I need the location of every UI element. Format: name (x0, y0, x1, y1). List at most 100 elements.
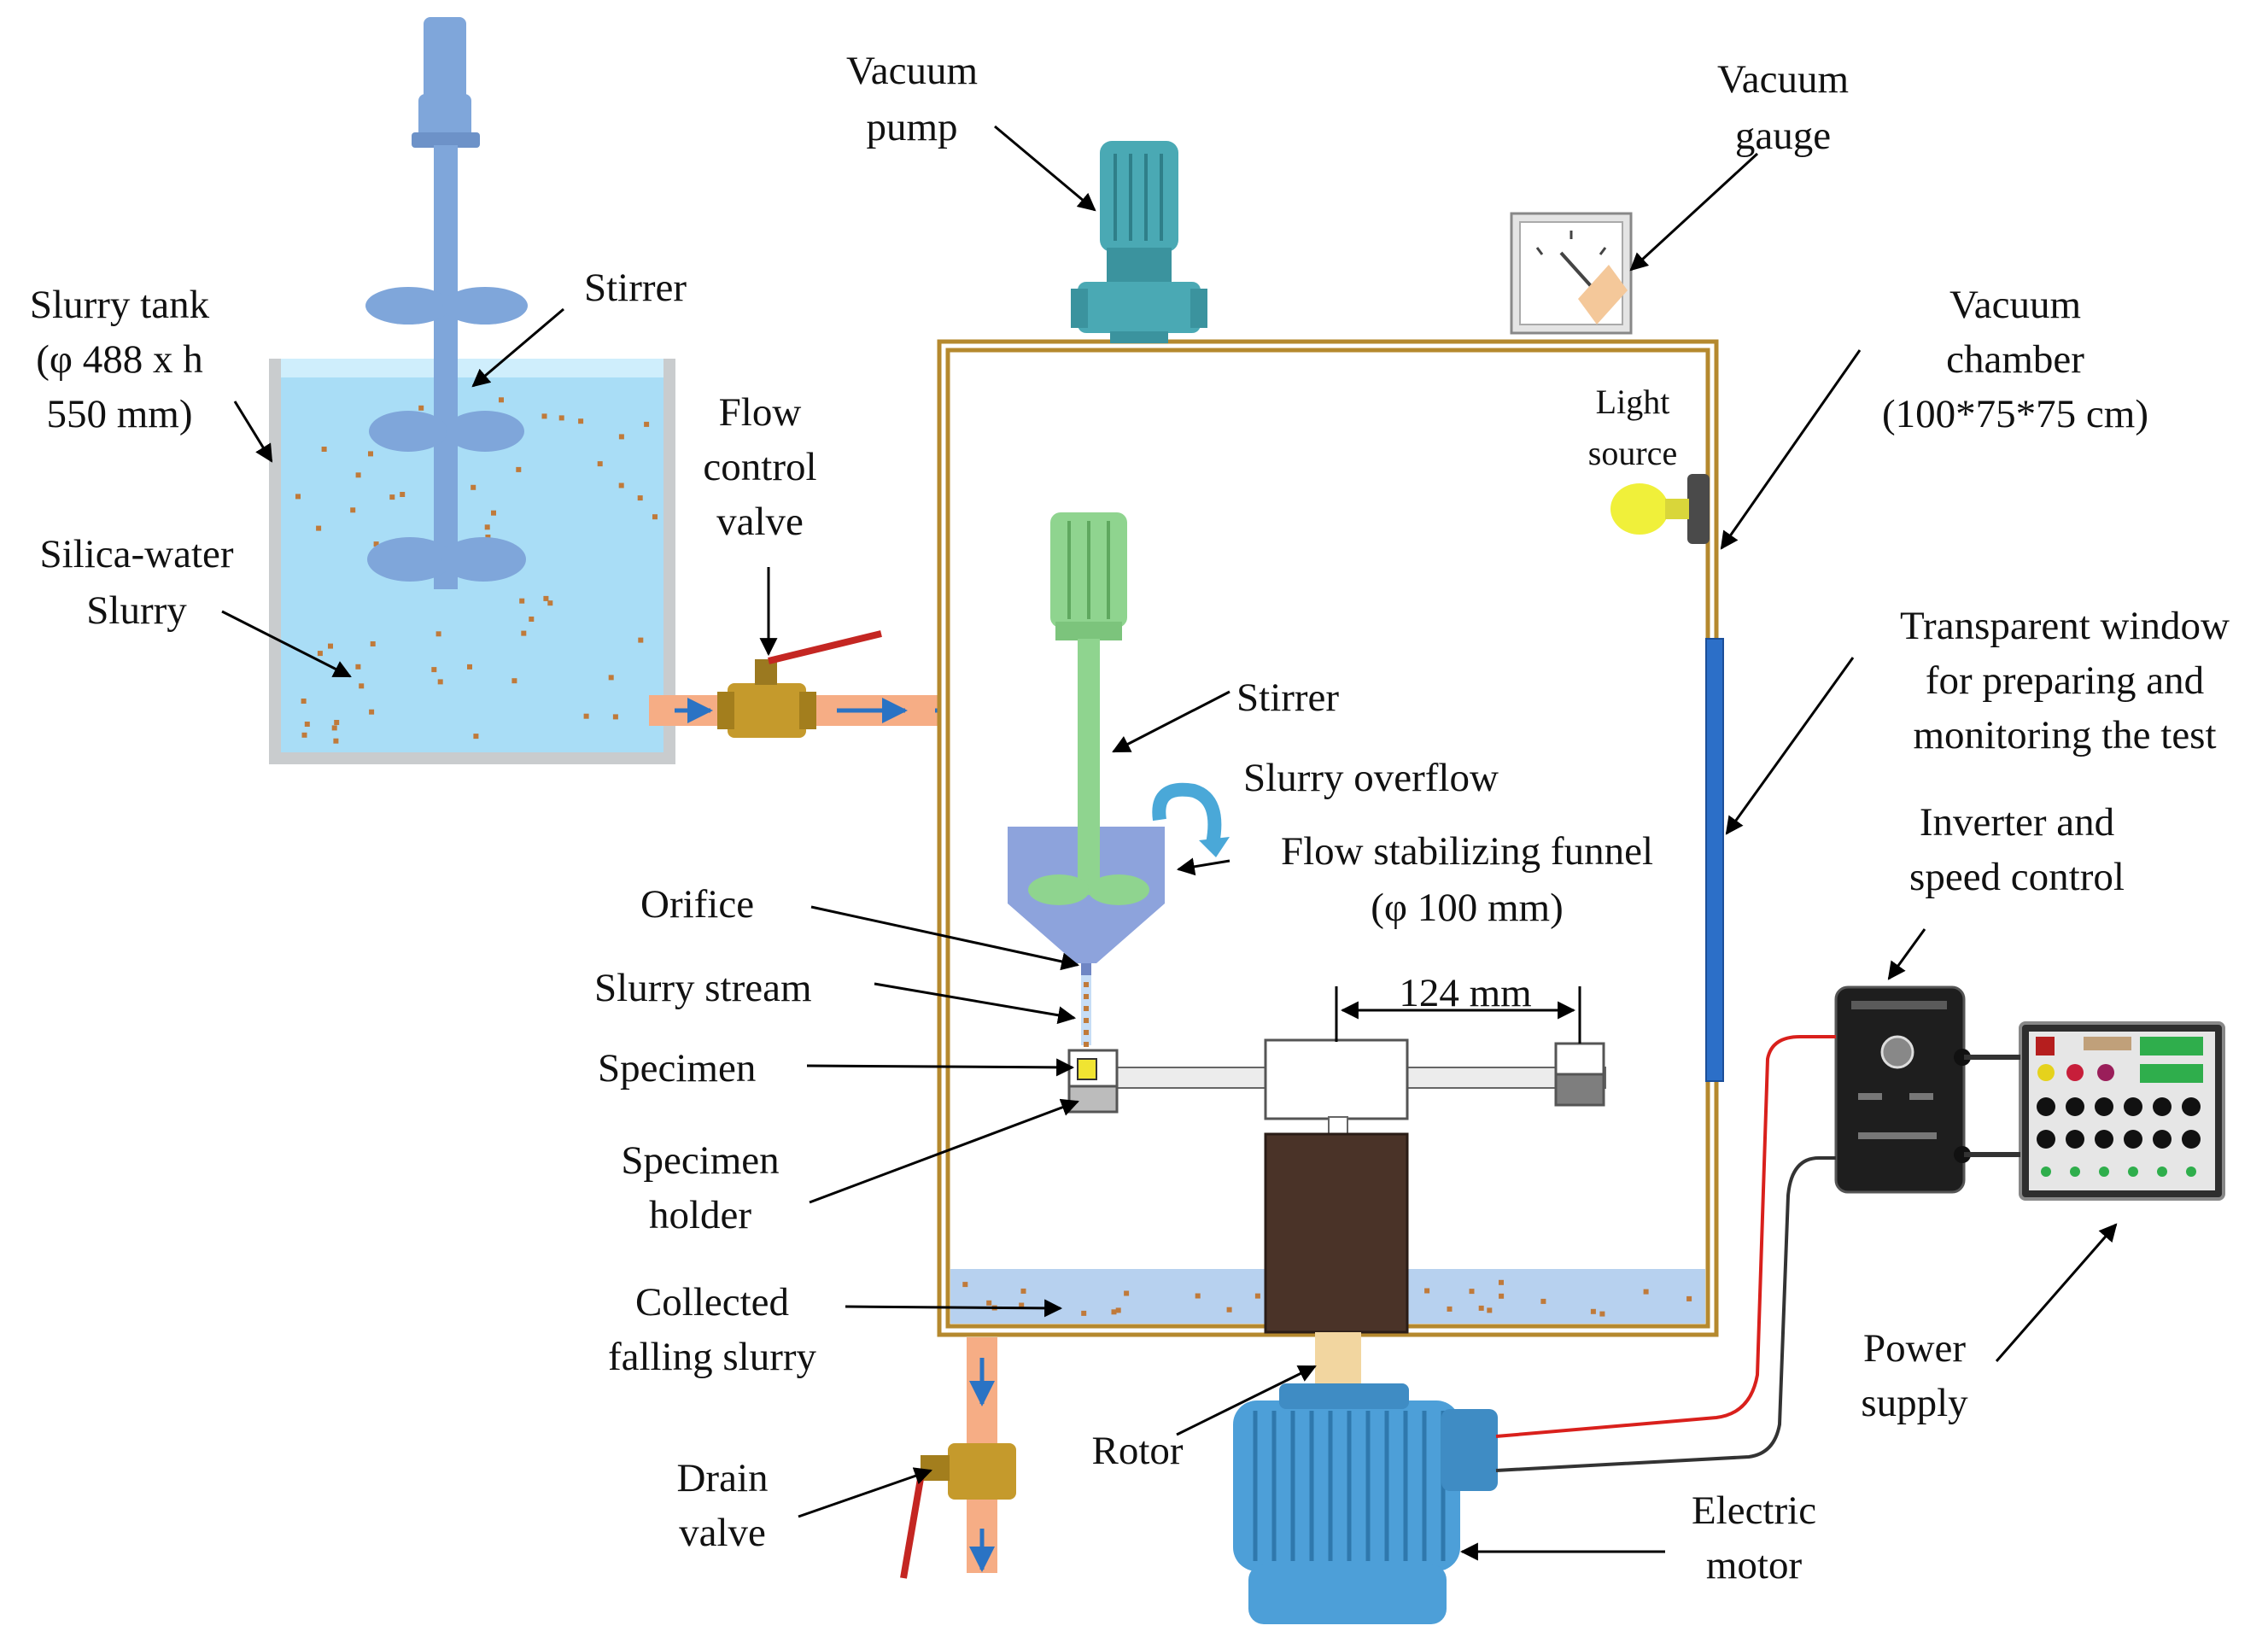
slurry-particle (431, 667, 437, 673)
slurry-particle (471, 484, 476, 490)
motor-base (1248, 1564, 1447, 1624)
terminal-jack (2041, 1167, 2051, 1177)
stirrer-blade (442, 287, 528, 325)
valve-body (728, 683, 806, 738)
rotor-drum (1264, 1132, 1409, 1334)
counterweight (1554, 1073, 1605, 1107)
terminal-jack (2095, 1130, 2113, 1149)
label-line: pump (866, 105, 957, 149)
power-supply (2019, 1021, 2225, 1201)
terminal-jack (2182, 1130, 2201, 1149)
slurry-particle (1081, 1310, 1087, 1316)
slurry-particle (473, 734, 479, 740)
slurry-particle (511, 678, 517, 684)
motor-endcap (1279, 1383, 1409, 1409)
label-line: monitoring the test (1913, 713, 2216, 757)
slurry-particle (1469, 1289, 1475, 1295)
slurry-particle (333, 738, 339, 744)
slurry-particle (1195, 1293, 1201, 1299)
valve-end (717, 692, 734, 729)
valve-end (799, 692, 816, 729)
power-supply-terminals (2037, 1097, 2201, 1177)
slurry-particle (1499, 1293, 1505, 1299)
slurry-particle (529, 617, 535, 622)
terminal-jack (2095, 1097, 2113, 1116)
slurry-particle (578, 418, 584, 424)
label-line: motor (1706, 1543, 1803, 1588)
terminal-jack (2099, 1167, 2109, 1177)
terminal-jack (2182, 1097, 2201, 1116)
label-line: Light (1596, 383, 1670, 421)
label-light-source: Light source (1588, 383, 1677, 472)
slurry-particle (321, 447, 327, 452)
label-specimen: Specimen (598, 1046, 756, 1091)
stirrer-blade (365, 287, 451, 325)
wire-red (1495, 1035, 1836, 1438)
slurry-particle (328, 643, 333, 649)
inner-stirrer (1028, 512, 1149, 905)
inner-stirrer-shaft (1078, 639, 1100, 895)
light-bulb (1610, 483, 1669, 535)
stirrer-blade (369, 411, 447, 452)
slurry-particle (1226, 1307, 1232, 1313)
slurry-particle (986, 1300, 992, 1306)
light-source (1610, 474, 1710, 544)
slurry-particle (1254, 1293, 1260, 1299)
stream-particle (1084, 1018, 1089, 1023)
valve-handle (768, 630, 882, 664)
stirrer-motor-mid (418, 94, 471, 141)
slurry-particle (1020, 1288, 1026, 1294)
slurry-particle (370, 641, 376, 646)
label-line: Drain (676, 1456, 768, 1500)
label-line: falling slurry (608, 1335, 817, 1379)
slurry-particle (547, 600, 553, 606)
terminal-jack (2070, 1167, 2080, 1177)
label-vacuum-gauge: Vacuum gauge (1717, 57, 1849, 158)
slurry-particle (1115, 1307, 1121, 1313)
label-collected-slurry: Collected falling slurry (608, 1280, 817, 1379)
slurry-particle (612, 714, 618, 720)
label-stirrer-inner: Stirrer (1236, 675, 1339, 720)
slurry-particle (359, 683, 365, 689)
terminal-jack (2066, 1097, 2084, 1116)
slurry-particle (1111, 1309, 1117, 1315)
terminal-jack (2037, 1130, 2055, 1149)
stirrer-flange (412, 132, 480, 148)
slurry-particle (1686, 1295, 1692, 1301)
transparent-window (1705, 638, 1724, 1082)
inner-stirrer-flange (1055, 622, 1122, 640)
terminal-jack (2124, 1130, 2142, 1149)
slurry-particle (1124, 1290, 1130, 1296)
slurry-particle (516, 466, 522, 472)
drain-valve-body (900, 1443, 1016, 1579)
slurry-particle (350, 507, 356, 513)
pump-flange (1190, 289, 1207, 328)
slurry-particle (541, 413, 547, 419)
slurry-particle (1599, 1311, 1605, 1317)
electric-motor (1233, 1383, 1498, 1624)
label-electric-motor: Electric motor (1692, 1488, 1816, 1588)
slurry-particle (1540, 1298, 1546, 1304)
inner-stirrer-blade (1028, 874, 1090, 905)
pump-casing (1078, 282, 1201, 333)
slurry-particle (637, 495, 643, 501)
slurry-particle (644, 421, 650, 427)
stream-particle (1084, 1030, 1089, 1035)
label-line: speed control (1909, 855, 2125, 899)
label-line: (100*75*75 cm) (1882, 392, 2148, 436)
label-slurry-overflow: Slurry overflow (1243, 756, 1499, 800)
terminal-jack (2153, 1130, 2172, 1149)
drain-valve-casing (948, 1443, 1016, 1500)
inverter (1834, 985, 1971, 1194)
slurry-particle (618, 434, 624, 440)
slurry-particle (521, 630, 527, 636)
slurry-particle (317, 651, 323, 657)
label-line: (φ 488 x h (36, 337, 203, 382)
slurry-particle (355, 664, 361, 670)
slurry-particle (484, 524, 490, 530)
speed-knob-icon (1880, 1035, 1914, 1069)
terminal-jack (2128, 1167, 2138, 1177)
slurry-particle (301, 732, 307, 738)
arm-hub (1264, 1038, 1409, 1120)
slurry-particle (558, 415, 564, 421)
